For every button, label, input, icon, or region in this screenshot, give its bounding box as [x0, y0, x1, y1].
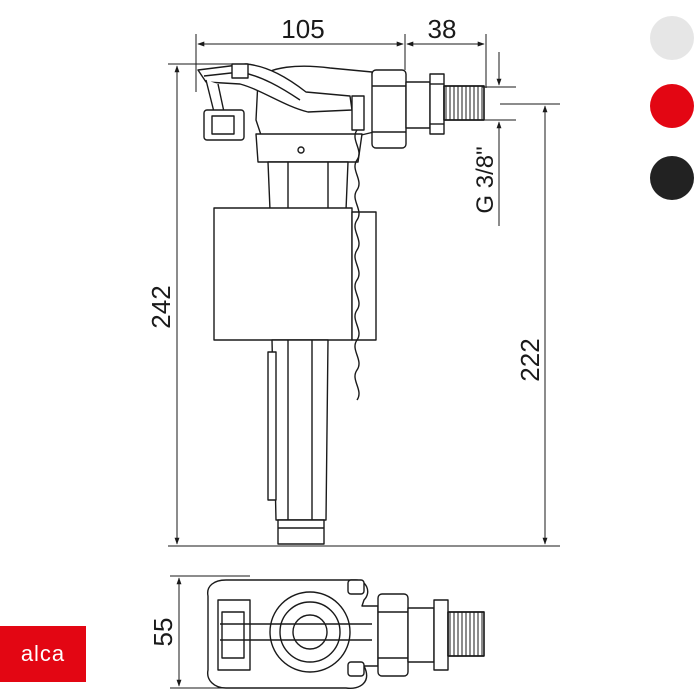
dim-thread-size-label: G 3/8": [472, 146, 499, 213]
dim-inlet-height-label: 222: [515, 338, 545, 381]
fill-valve-top-view: [207, 579, 485, 689]
dim-plan-depth-label: 55: [148, 618, 178, 647]
color-swatch-black[interactable]: [650, 156, 694, 200]
dim-top-width-label: 105: [281, 14, 324, 44]
color-swatch-red[interactable]: [650, 84, 694, 128]
dim-total-height-label: 242: [146, 285, 176, 328]
color-swatch-white[interactable]: [650, 16, 694, 60]
brand-logo: alca: [0, 626, 86, 682]
brand-logo-text: alca: [20, 641, 66, 666]
dimension-lines: [168, 34, 560, 689]
dim-thread-length-label: 38: [428, 14, 457, 44]
fill-valve-side-view: [197, 63, 485, 545]
